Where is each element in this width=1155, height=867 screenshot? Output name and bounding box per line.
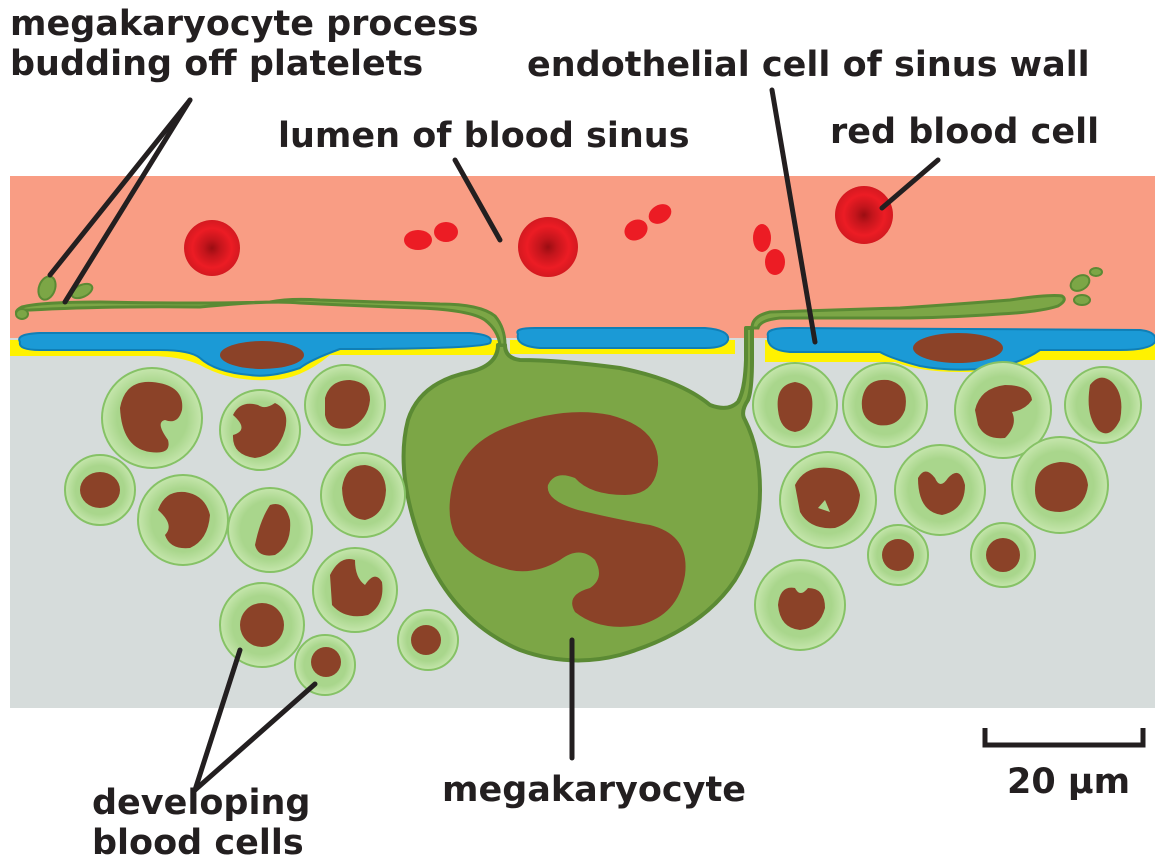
developing-blood-cell — [228, 488, 312, 572]
label-lumen: lumen of blood sinus — [278, 116, 690, 156]
red-blood-cell-icon — [184, 220, 240, 276]
label-megakaryocyte: megakaryocyte — [442, 770, 746, 810]
platelet-icon — [1090, 268, 1102, 276]
developing-blood-cell — [138, 475, 228, 565]
developing-blood-cell — [295, 635, 355, 695]
developing-blood-cell — [843, 363, 927, 447]
nucleus — [913, 333, 1003, 363]
developing-blood-cell — [753, 363, 837, 447]
developing-blood-cell — [65, 455, 135, 525]
label-endothelial: endothelial cell of sinus wall — [527, 45, 1090, 85]
label-developing-line1: developing — [92, 783, 310, 823]
label-scale: 20 μm — [1007, 762, 1130, 802]
red-blood-cell-icon — [835, 186, 893, 244]
developing-blood-cell — [220, 583, 304, 667]
label-platelets-line1: megakaryocyte process — [10, 4, 479, 44]
developing-blood-cell — [755, 560, 845, 650]
developing-blood-cell — [971, 523, 1035, 587]
nucleus — [220, 341, 304, 369]
label-developing: developing blood cells — [92, 783, 310, 863]
developing-blood-cell — [398, 610, 458, 670]
developing-blood-cell — [868, 525, 928, 585]
developing-blood-cell — [321, 453, 405, 537]
label-platelets: megakaryocyte process budding off platel… — [10, 4, 479, 84]
platelet-icon — [1074, 295, 1090, 305]
developing-blood-cell — [220, 390, 300, 470]
developing-blood-cell — [895, 445, 985, 535]
developing-blood-cell — [1012, 437, 1108, 533]
label-platelets-line2: budding off platelets — [10, 44, 479, 84]
developing-blood-cell — [313, 548, 397, 632]
developing-blood-cell — [102, 368, 202, 468]
developing-blood-cell — [1065, 367, 1141, 443]
red-blood-cell-icon — [518, 217, 578, 277]
developing-blood-cell — [780, 452, 876, 548]
label-developing-line2: blood cells — [92, 823, 310, 863]
endothelial-cell-middle — [517, 328, 728, 348]
scale-bar-icon — [985, 728, 1143, 745]
platelet-icon — [16, 309, 28, 319]
developing-blood-cell — [305, 365, 385, 445]
label-red-blood-cell: red blood cell — [830, 112, 1099, 152]
